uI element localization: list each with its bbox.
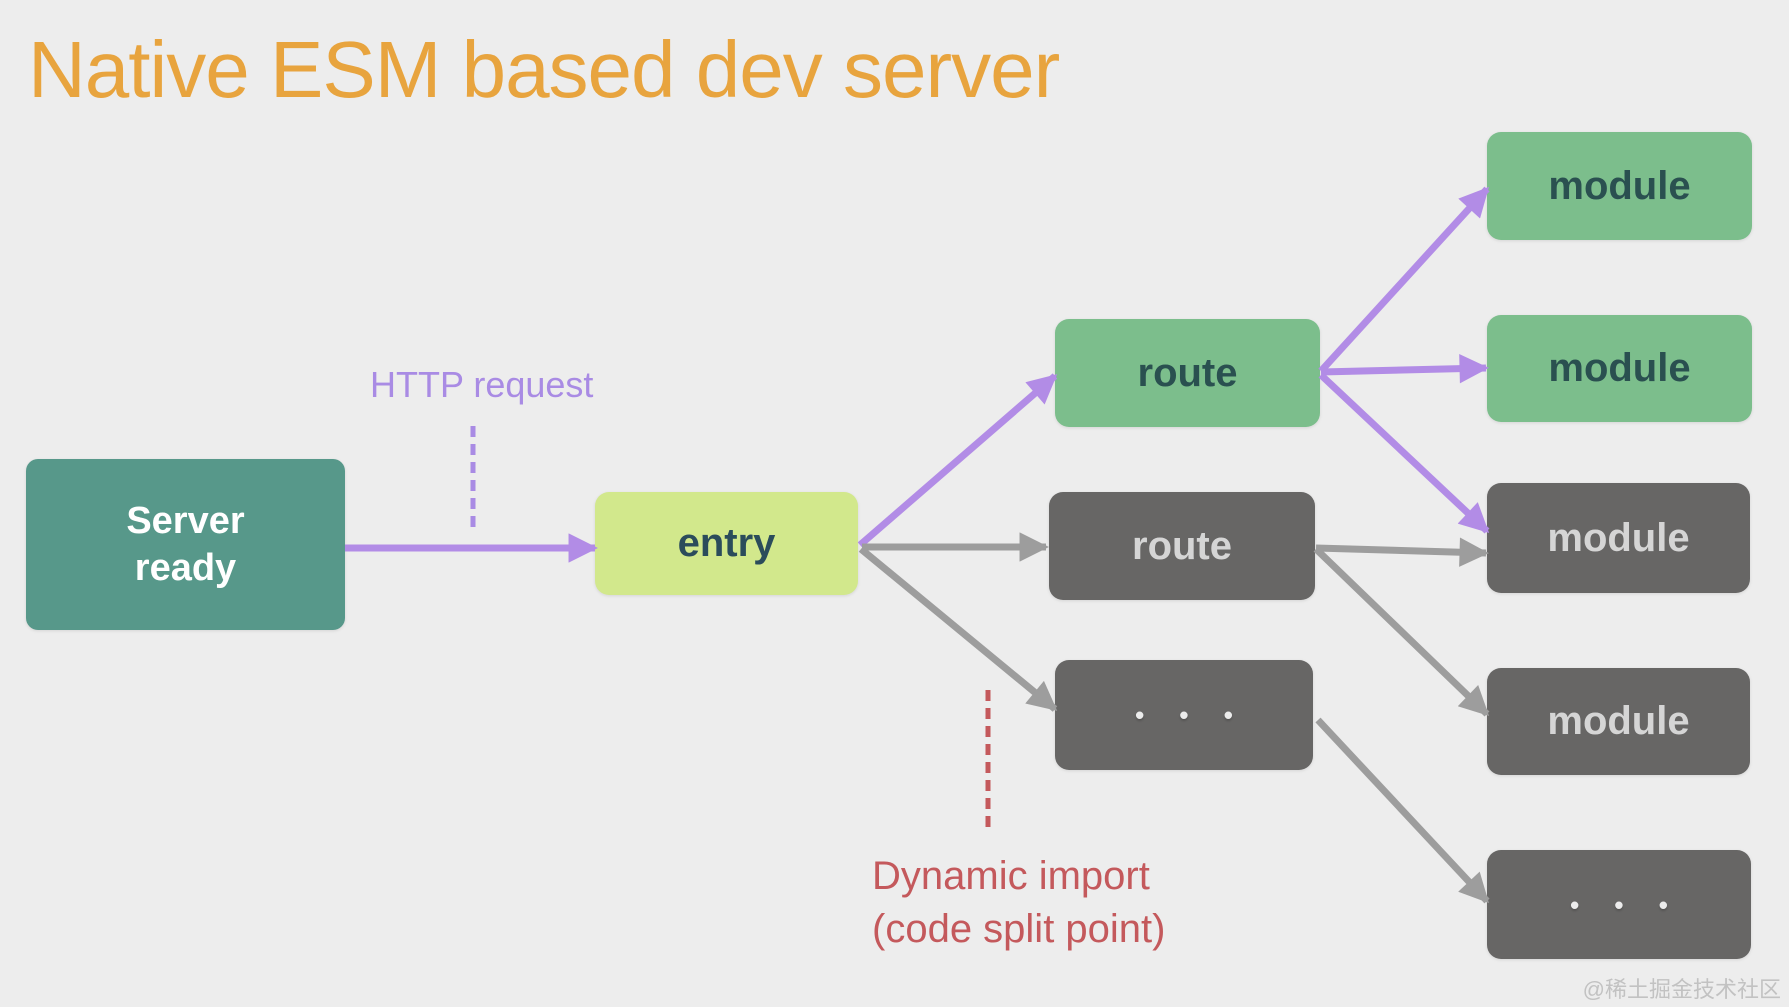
node-module-4: module (1487, 668, 1750, 775)
dynamic-import-label: Dynamic import (code split point) (872, 850, 1202, 956)
node-server-ready: Server ready (26, 459, 345, 630)
edge-route-green-to-module-3 (1318, 372, 1490, 534)
server-ready-line1: Server (126, 500, 245, 543)
node-label: module (1548, 346, 1691, 390)
dynamic-import-line1: Dynamic import (872, 854, 1150, 898)
node-route-green: route (1055, 319, 1320, 427)
server-ready-line2: ready (134, 546, 237, 589)
node-module-3: module (1487, 483, 1750, 593)
watermark: @稀土掘金技术社区 (1582, 977, 1781, 1002)
page-title: Native ESM based dev server (28, 25, 1060, 114)
edge-entry-to-more-routes (858, 546, 1058, 712)
ellipsis-label: • • • (1135, 700, 1247, 730)
http-request-label: HTTP request (370, 364, 594, 405)
node-more-routes: • • • (1055, 660, 1313, 770)
node-label: module (1548, 163, 1691, 208)
node-label: module (1547, 699, 1690, 743)
edge-route-gray-to-module-3 (1315, 537, 1489, 567)
edge-more-routes-to-more-modules (1315, 717, 1490, 904)
edge-route-green-to-module-2 (1320, 353, 1489, 384)
node-module-2: module (1487, 315, 1752, 422)
node-module-1: module (1487, 132, 1752, 240)
node-label: Server ready (126, 498, 244, 591)
edge-entry-to-route-green (857, 373, 1058, 548)
edge-route-gray-to-module-4 (1313, 546, 1490, 717)
ellipsis-label: • • • (1570, 889, 1682, 920)
node-more-modules: • • • (1487, 850, 1751, 959)
edge-route-green-to-module-1 (1318, 186, 1490, 374)
node-label: module (1547, 515, 1690, 560)
node-route-gray: route (1049, 492, 1315, 600)
dynamic-import-line2: (code split point) (872, 906, 1166, 951)
node-label: route (1137, 350, 1238, 395)
node-label: route (1132, 523, 1232, 568)
node-entry: entry (595, 492, 858, 595)
node-label: entry (677, 521, 776, 565)
